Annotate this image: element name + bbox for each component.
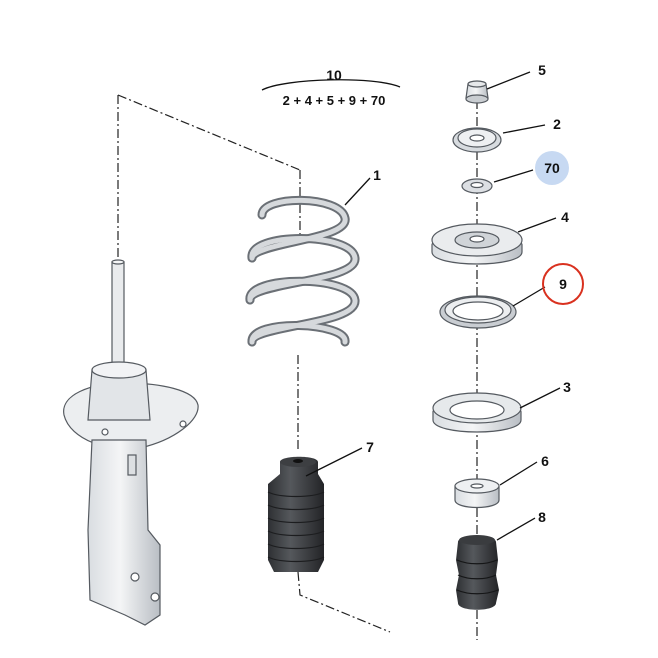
callout-8: 8 [538, 509, 546, 525]
callout-5: 5 [538, 62, 546, 78]
callout-2: 2 [553, 116, 561, 132]
assembly-number-label: 10 [326, 67, 342, 83]
upper-mount-part [431, 223, 523, 265]
callout-4: 4 [561, 209, 569, 225]
bump-stop-part [456, 535, 499, 610]
lower-cup-part [432, 392, 522, 433]
nut-part [465, 80, 489, 104]
callout-7: 7 [366, 439, 374, 455]
callout-9: 9 [559, 276, 567, 292]
callout-6: 6 [541, 453, 549, 469]
callout-70: 70 [544, 160, 560, 176]
stop-cup-part [454, 478, 500, 509]
assembly-formula-label: 2 + 4 + 5 + 9 + 70 [283, 93, 386, 108]
callout-3: 3 [563, 379, 571, 395]
ring-part [439, 295, 517, 329]
leader-lines [261, 71, 561, 541]
ring-highlight-circle [542, 263, 584, 305]
bearing-part [452, 127, 502, 153]
washer-part [461, 178, 493, 194]
dust-boot [267, 456, 325, 572]
coil-spring-highlight [247, 197, 358, 345]
callout-1: 1 [373, 167, 381, 183]
strut-assembly [63, 259, 199, 626]
washer-highlight-badge [535, 151, 569, 185]
